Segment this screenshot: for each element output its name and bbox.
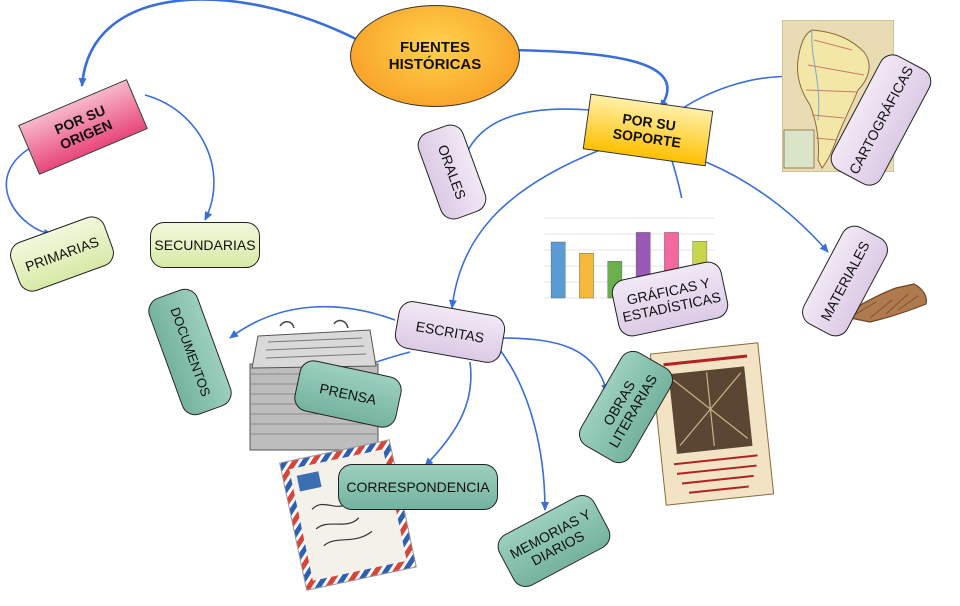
escritas-label: ESCRITAS <box>414 318 486 346</box>
link-escritas-obras <box>499 337 609 393</box>
primarias-label: PRIMARIAS <box>23 233 101 275</box>
correspondencia-label: CORRESPONDENCIA <box>346 478 490 495</box>
link-escritas-documentos <box>229 305 396 339</box>
chart-bar <box>550 241 566 299</box>
prensa-label: PRENSA <box>318 380 378 408</box>
link-escritas-memorias <box>499 349 549 511</box>
root-node[interactable]: FUENTES HISTÓRICAS <box>350 5 520 107</box>
link-origen-secundarias <box>144 94 215 221</box>
link-escritas-correspondencia <box>424 361 472 467</box>
link-soporte-orales <box>460 108 591 166</box>
orales-label: ORALES <box>434 142 470 202</box>
documentos-label: DOCUMENTOS <box>167 305 214 399</box>
link-soporte-materiales <box>705 161 829 253</box>
link-origen-primarias <box>5 147 53 237</box>
link-root-origen <box>78 0 359 87</box>
chart-bar <box>579 253 594 299</box>
por-su-soporte-label: POR SU SOPORTE <box>611 110 682 151</box>
secundarias-label: SECUNDARIAS <box>154 236 256 253</box>
link-root-soporte <box>511 48 669 109</box>
root-label: FUENTES HISTÓRICAS <box>388 38 482 73</box>
correspondencia-node[interactable]: CORRESPONDENCIA <box>338 464 498 510</box>
secundarias-node[interactable]: SECUNDARIAS <box>150 222 260 268</box>
stone-arrowhead-image <box>838 283 927 323</box>
link-soporte-escritas <box>448 149 601 309</box>
old-book-page-image <box>650 342 774 506</box>
por-su-origen-label: POR SU ORIGEN <box>51 101 115 153</box>
graficas-estadisticas-label: GRÁFICAS Y ESTADÍSTICAS <box>621 274 723 326</box>
airmail-envelope-image <box>279 439 417 591</box>
